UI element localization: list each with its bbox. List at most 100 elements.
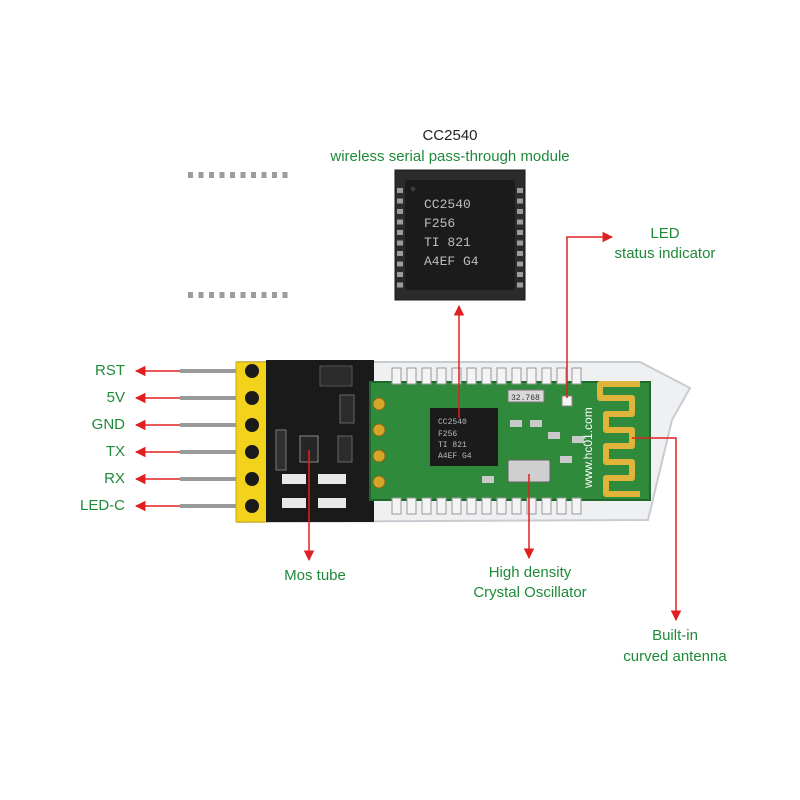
chip-pin [198,172,204,178]
chip-pin [517,272,523,277]
castellated-pad [436,367,447,385]
chip-pin [261,292,267,298]
antenna-label-line2: curved antenna [623,648,727,665]
chip-pin [251,172,256,178]
chip-pin [397,188,403,193]
chip-title: CC2540 [422,127,478,144]
castellated-pad [526,367,537,385]
chip-marking-line4: A4EF G4 [424,254,479,269]
svg-text:F256: F256 [438,430,457,439]
pin-header [235,361,269,523]
header-hole [245,499,259,513]
svg-text:A4EF G4: A4EF G4 [438,452,472,461]
castellated-pad [511,497,522,515]
chip-pin [282,292,288,298]
svg-text:CC2540: CC2540 [438,418,467,427]
crystal-label-line1: High density [488,564,572,581]
chip-pin [397,272,403,277]
pin-label-rst: RST [95,362,125,379]
chip-pin [397,209,403,214]
crystal-label-line2: Crystal Oscillator [473,584,587,601]
header-pins [180,369,244,508]
header-hole [245,472,259,486]
mos-tube-label: Mos tube [284,567,346,584]
svg-text:TI 821: TI 821 [438,441,467,450]
pin-label-5v: 5V [106,389,125,406]
chip-pin [517,219,523,225]
castellated-pad [556,367,567,385]
chip-marking-line2: F256 [424,216,455,231]
castellated-pad [511,367,522,385]
chip-pin [240,172,246,178]
pin-label-gnd: GND [91,416,125,433]
chip-pin [397,251,403,256]
castellated-pad [496,497,507,515]
header-hole [245,391,259,405]
chip-pin [272,172,277,178]
rtc-crystal [507,389,545,403]
chip-closeup-pins [188,172,523,298]
castellated-pad [421,497,432,515]
cc2540-chip [430,408,498,466]
castellated-pad [451,367,462,385]
castellated-pads [391,367,582,515]
castellated-pad [556,497,567,515]
chip-pin [517,188,523,193]
header-hole [245,418,259,432]
castellated-pad [571,367,582,385]
chip-pin [517,198,523,204]
header-hole [245,364,259,378]
header-holes [245,364,259,513]
castellated-pad [541,497,552,515]
chip-pin [251,292,256,298]
castellated-pad [541,367,552,385]
castellated-pad [481,367,492,385]
castellated-pad [451,497,462,515]
chip-pin [397,261,403,267]
chip-pin [188,292,193,298]
castellated-pad [421,367,432,385]
castellated-pad [481,497,492,515]
castellated-pad [466,367,477,385]
rtc-crystal-mark: 32.768 [511,394,540,403]
chip-pin [198,292,204,298]
castellated-pad [406,367,417,385]
castellated-pad [571,497,582,515]
pin-label-tx: TX [105,443,125,460]
castellated-pad [466,497,477,515]
pin-label-rx: RX [104,470,125,487]
castellated-pad [526,497,537,515]
chip-pin [517,230,523,235]
chip-pin [282,172,288,178]
chip-pin [517,209,523,214]
chip-pin [397,219,403,225]
castellated-pad [391,367,402,385]
pin1-marker-icon [410,186,416,192]
chip-pin [261,172,267,178]
chip-pin [219,292,225,298]
chip-pin [209,292,214,298]
antenna-arrow [632,437,682,622]
castellated-pad [406,497,417,515]
pin-label-led-c: LED-C [79,497,125,514]
module-board: CC2540 F256 TI 821 A4EF G4 32.768 www.hc… [235,360,692,524]
castellated-pad [496,367,507,385]
led-arrow [566,231,614,398]
chip-marking-line3: TI 821 [424,235,471,250]
chip-pin [219,172,225,178]
chip-pin [517,251,523,256]
chip-pin [397,240,403,246]
chip-marking-line1: CC2540 [424,197,471,212]
chip-pin [397,282,403,288]
chip-pin [240,292,246,298]
chip-pin [397,198,403,204]
chip-pin [397,230,403,235]
chip-pin [517,240,523,246]
chip-closeup: CC2540 F256 TI 821 A4EF G4 [188,169,526,301]
chip-pin [230,172,235,178]
castellated-pad [436,497,447,515]
header-hole [245,445,259,459]
led-title: LED [650,225,680,242]
